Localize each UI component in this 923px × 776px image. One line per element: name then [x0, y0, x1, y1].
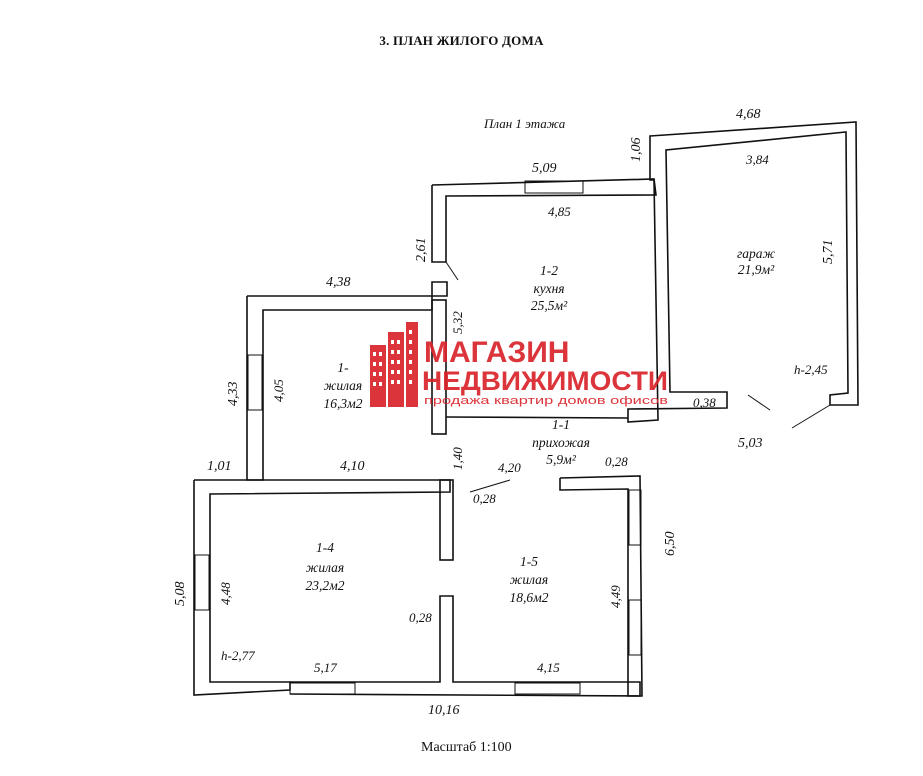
room-label-room13: 1- жилая 16,3м2: [324, 360, 363, 411]
dim-garage-bottom: 5,03: [738, 436, 763, 451]
watermark-line1: МАГАЗИН: [424, 336, 569, 369]
door-swing-garage-b: [791, 404, 831, 429]
dim-room13-top: 4,38: [326, 275, 351, 290]
svg-text:21,9м²: 21,9м²: [738, 262, 775, 277]
dim-garage-side: 5,71: [821, 240, 836, 265]
watermark-line3: продажа квартир домов офисов: [424, 395, 668, 407]
dim-kitchen-partition: 5,32: [450, 311, 465, 334]
room-label-room14: 1-4 жилая 23,2м2: [306, 540, 345, 593]
dim-kitchen-outer-top: 5,09: [532, 161, 557, 176]
dim-wall-thickness-c: 0,28: [409, 610, 432, 625]
svg-text:5,9м²: 5,9м²: [546, 452, 576, 467]
svg-text:1-4: 1-4: [316, 540, 334, 555]
inner-partition: [439, 479, 454, 561]
dim-room14-inner-left: 4,48: [218, 582, 233, 605]
room-label-hall: 1-1 прихожая 5,9м²: [532, 417, 590, 467]
door-swing-hall: [469, 479, 511, 493]
dim-wall-offset: 1,01: [207, 459, 232, 474]
page-title: 3. ПЛАН ЖИЛОГО ДОМА: [379, 33, 544, 48]
watermark-line2: НЕДВИЖИМОСТИ: [422, 366, 668, 396]
window-room14-left: [194, 554, 210, 611]
room-label-room15: 1-5 жилая 18,6м2: [510, 554, 549, 605]
svg-text:жилая: жилая: [324, 378, 362, 393]
svg-text:16,3м2: 16,3м2: [324, 396, 363, 411]
dim-garage-outer-top: 4,68: [736, 107, 761, 122]
lower-bottom-wall: [289, 595, 641, 697]
svg-text:25,5м²: 25,5м²: [531, 298, 568, 313]
dim-room15-bottom: 4,15: [537, 660, 560, 675]
window-room15-bottom: [514, 682, 581, 695]
door-swing-kitchen: [445, 261, 459, 281]
lower-outer-wall: [193, 479, 451, 696]
svg-text:1-5: 1-5: [520, 554, 538, 569]
dim-room14-outer-left: 5,08: [173, 582, 188, 607]
garage-outer-wall: [627, 121, 859, 423]
dim-wall-thickness-b: 0,28: [605, 454, 628, 469]
dim-right-side: 6,50: [663, 532, 678, 557]
dim-wall-thickness-a: 0,28: [473, 491, 496, 506]
svg-text:18,6м2: 18,6м2: [510, 590, 549, 605]
dim-hall-bottom: 4,20: [498, 460, 521, 475]
dim-garage-offset: 1,06: [629, 138, 644, 163]
dim-room15-right: 4,49: [608, 585, 623, 608]
door-swing-garage-a: [747, 394, 771, 411]
dim-room13-outer-left: 4,33: [226, 382, 241, 407]
svg-text:жилая: жилая: [306, 560, 344, 575]
kitchen-walls: [431, 178, 657, 263]
scale-label: Масштаб 1:100: [421, 740, 512, 755]
window-room15-top: [628, 489, 642, 546]
svg-text:жилая: жилая: [510, 572, 548, 587]
svg-text:1-: 1-: [337, 360, 349, 375]
dim-room13-bottom: 4,10: [340, 459, 365, 474]
watermark: МАГАЗИН НЕДВИЖИМОСТИ продажа квартир дом…: [370, 322, 668, 407]
svg-text:1-2: 1-2: [540, 263, 558, 278]
dim-total-bottom: 10,16: [428, 703, 460, 718]
dim-room14-height: h-2,77: [221, 648, 255, 663]
svg-text:кухня: кухня: [533, 281, 564, 296]
dim-room13-inner-left: 4,05: [271, 379, 286, 402]
watermark-building-icon: [370, 322, 418, 407]
dim-hall-width: 1,40: [450, 447, 465, 470]
room-label-garage: гараж 21,9м²: [737, 246, 776, 277]
window-kitchen: [524, 180, 584, 194]
room-label-kitchen: 1-2 кухня 25,5м²: [531, 263, 568, 313]
window-room15-bottom-side: [628, 599, 642, 656]
partition-wall: [431, 299, 447, 435]
window-room14-bottom: [289, 682, 356, 695]
svg-text:прихожая: прихожая: [532, 435, 590, 450]
dim-kitchen-inner-top: 4,85: [548, 204, 571, 219]
svg-text:1-1: 1-1: [552, 417, 570, 432]
svg-text:гараж: гараж: [737, 246, 776, 261]
dim-garage-step: 0,38: [693, 395, 716, 410]
window-room13: [247, 354, 263, 411]
dim-garage-inner-top: 3,84: [745, 152, 769, 167]
svg-text:23,2м2: 23,2м2: [306, 578, 345, 593]
dim-room14-bottom: 5,17: [314, 660, 337, 675]
lower-right-wall: [559, 475, 643, 697]
dim-garage-height: h-2,45: [794, 362, 828, 377]
floor-subtitle: План 1 этажа: [484, 116, 566, 131]
hall-line: [445, 416, 629, 419]
dim-kitchen-left: 2,61: [414, 238, 429, 263]
